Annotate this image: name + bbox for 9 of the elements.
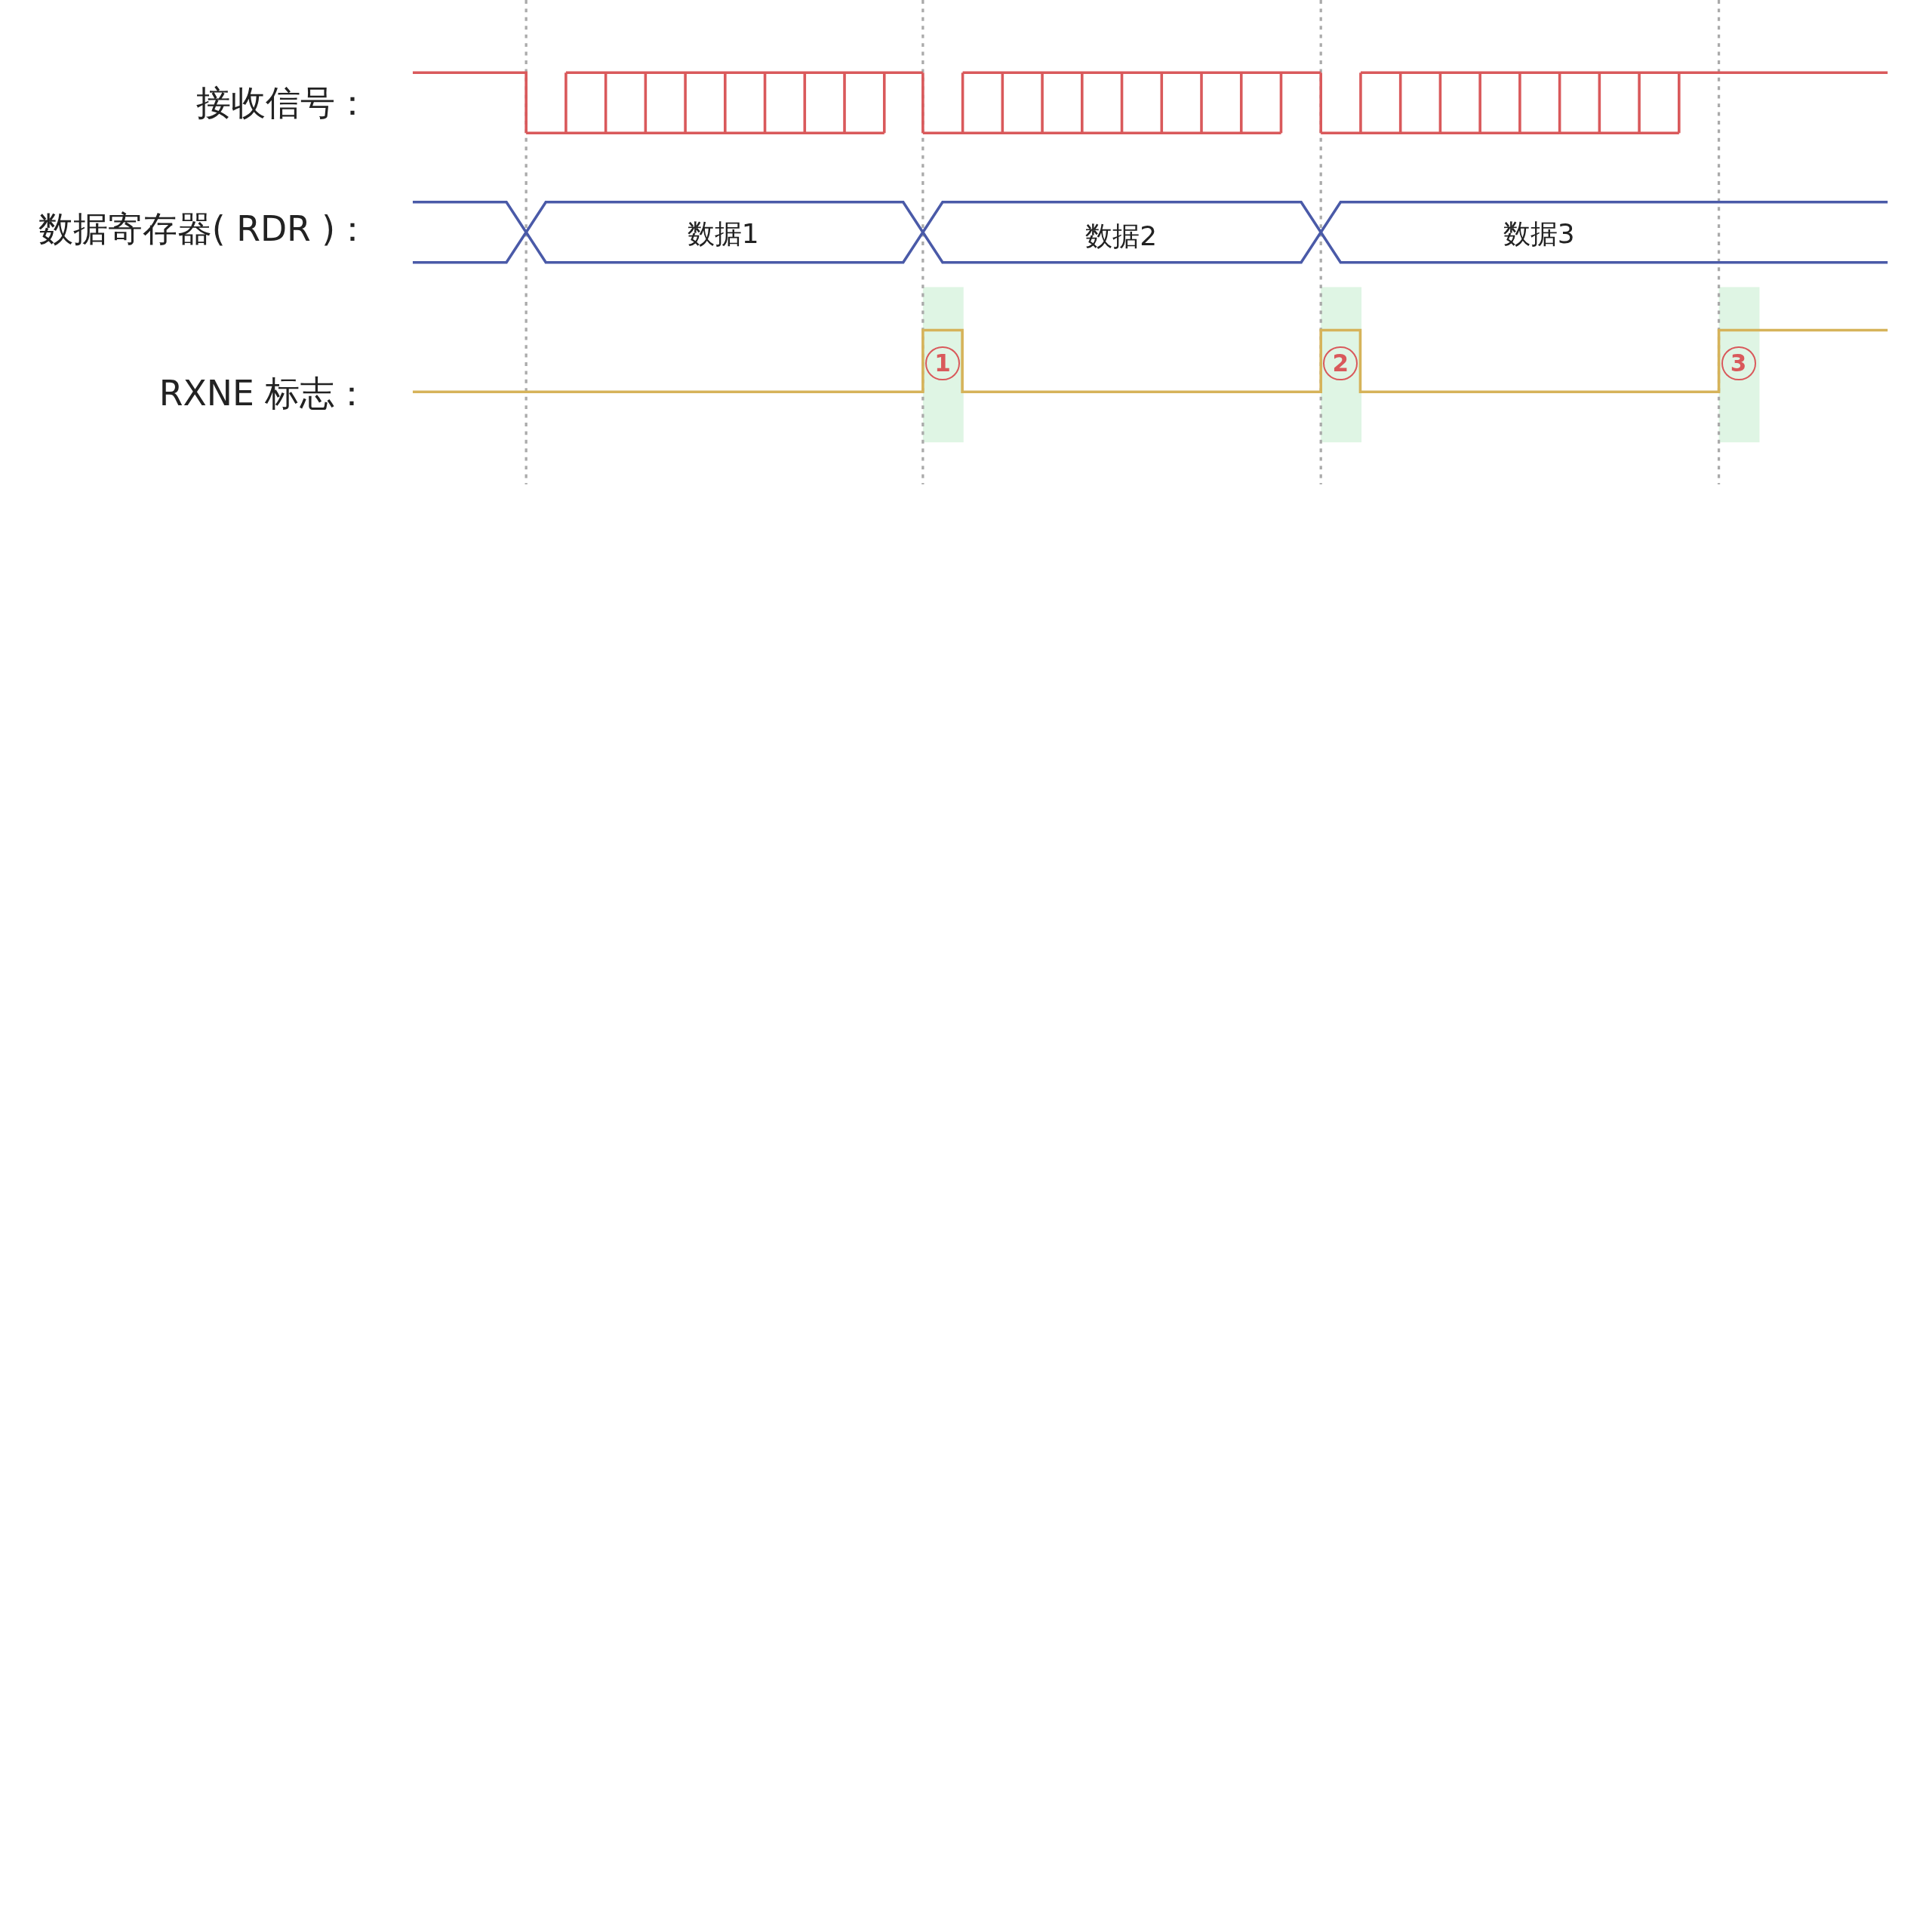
signal-label: RXNE 标志： xyxy=(158,377,370,412)
callout-number: 3 xyxy=(1721,346,1756,381)
data-label: 数据1 xyxy=(687,220,759,248)
data-label: 数据3 xyxy=(1503,220,1575,248)
signal-label: 数据寄存器( RDR )： xyxy=(38,211,371,247)
signal-label: 接收信号： xyxy=(195,86,370,121)
callout-number: 2 xyxy=(1323,346,1358,381)
callout-number: 1 xyxy=(925,346,960,381)
data-label: 数据2 xyxy=(1085,223,1158,251)
